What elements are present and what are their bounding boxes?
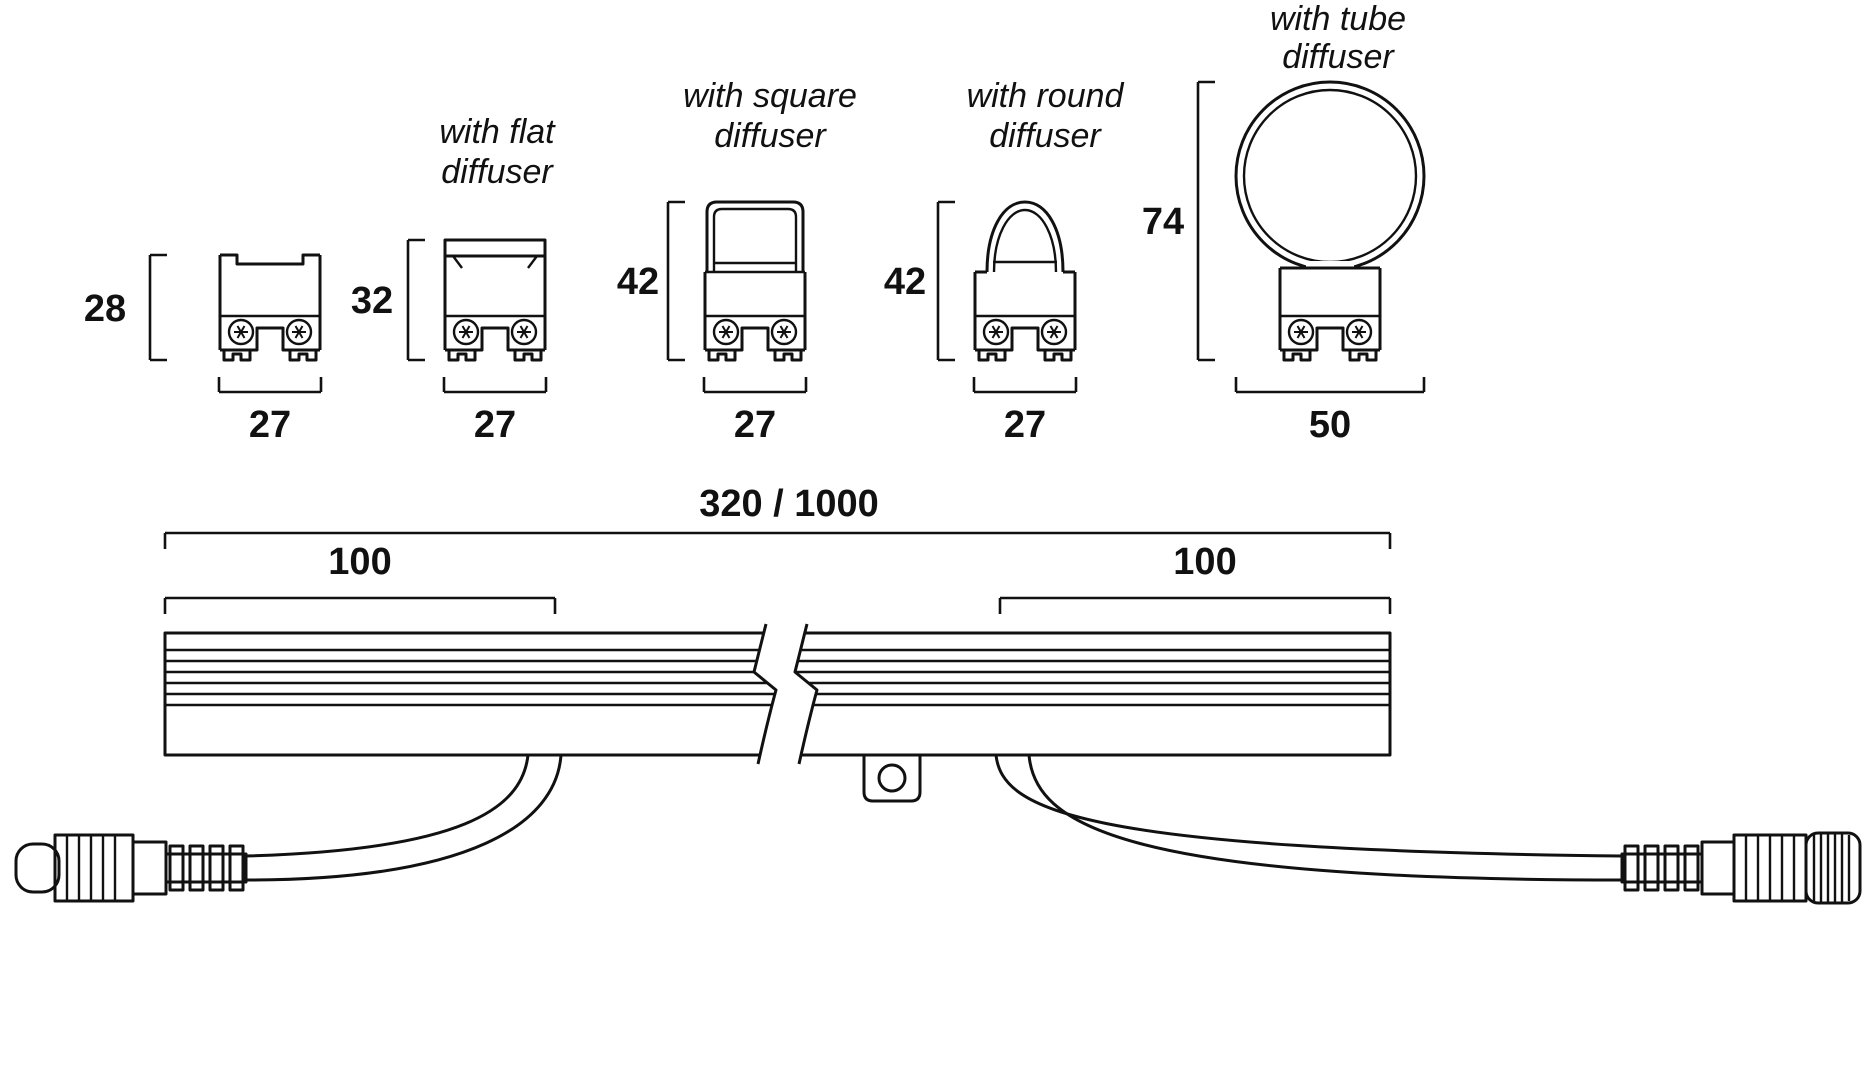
profile-caption-line2: diffuser <box>989 117 1102 155</box>
width-dim-label: 27 <box>734 404 776 446</box>
left-end-length-label: 100 <box>328 541 391 583</box>
cable-right <box>994 754 1623 882</box>
fixture-side-view: 320 / 1000 100 100 <box>14 483 1862 905</box>
profile-round-drawing <box>973 200 1077 362</box>
profile-flat-drawing <box>443 238 547 362</box>
profile-caption-line1: with tube <box>1270 0 1406 38</box>
width-dim-label: 27 <box>1004 404 1046 446</box>
height-dim-label: 42 <box>617 261 659 303</box>
width-dim-bracket <box>442 377 548 394</box>
mounting-hole <box>877 763 907 793</box>
profile-square-drawing <box>703 200 807 362</box>
width-dim-bracket <box>1234 377 1426 394</box>
height-dim-bracket <box>1196 80 1215 362</box>
profile-caption-line1: with round <box>967 77 1125 115</box>
connector-left <box>14 833 248 903</box>
height-dim-label: 32 <box>351 280 393 322</box>
profile-caption-line2: diffuser <box>1282 38 1395 76</box>
profile-round-diffuser-section: with round diffuser 42 27 <box>884 77 1125 446</box>
profile-caption-line2: diffuser <box>714 117 827 155</box>
connector-knurled-nut <box>1804 831 1862 905</box>
height-dim-label: 42 <box>884 261 926 303</box>
height-dim-bracket <box>406 238 425 362</box>
left-end-length-bracket <box>163 596 557 614</box>
profile-tube-diffuser-section: with tube diffuser 74 50 <box>1142 0 1426 446</box>
right-end-length-bracket <box>998 596 1392 614</box>
overall-length-label: 320 / 1000 <box>699 483 879 525</box>
connector-plug-nose <box>14 842 61 894</box>
height-dim-bracket <box>148 253 167 362</box>
height-dim-bracket <box>936 200 955 362</box>
width-dim-label: 27 <box>249 404 291 446</box>
height-dim-label: 74 <box>1142 201 1184 243</box>
mounting-bracket <box>862 755 922 803</box>
round-diffuser-dome <box>985 200 1065 273</box>
profile-base-drawing <box>218 253 322 362</box>
connector-right <box>1620 831 1862 905</box>
profile-tube-drawing <box>1234 80 1426 362</box>
profile-flat-diffuser-section: with flat diffuser 32 27 <box>351 113 556 446</box>
width-dim-label: 27 <box>474 404 516 446</box>
width-dim-label: 50 <box>1309 404 1351 446</box>
right-end-length-label: 100 <box>1173 541 1236 583</box>
profile-base-section: 28 27 <box>84 253 323 446</box>
tube-diffuser-outer <box>1234 80 1426 272</box>
height-dim-label: 28 <box>84 288 126 330</box>
profile-caption-line2: diffuser <box>441 153 554 191</box>
width-dim-bracket <box>217 377 323 394</box>
square-diffuser-cover <box>705 200 805 272</box>
profile-caption-line1: with flat <box>439 113 556 151</box>
cable-left <box>245 754 563 882</box>
width-dim-bracket <box>972 377 1078 394</box>
width-dim-bracket <box>702 377 808 394</box>
height-dim-bracket <box>666 200 685 362</box>
flat-diffuser-plate <box>443 238 547 258</box>
profile-square-diffuser-section: with square diffuser 42 27 <box>617 77 857 446</box>
profile-caption-line1: with square <box>683 77 857 115</box>
break-mark <box>752 623 819 765</box>
overall-length-bracket <box>163 531 1392 549</box>
